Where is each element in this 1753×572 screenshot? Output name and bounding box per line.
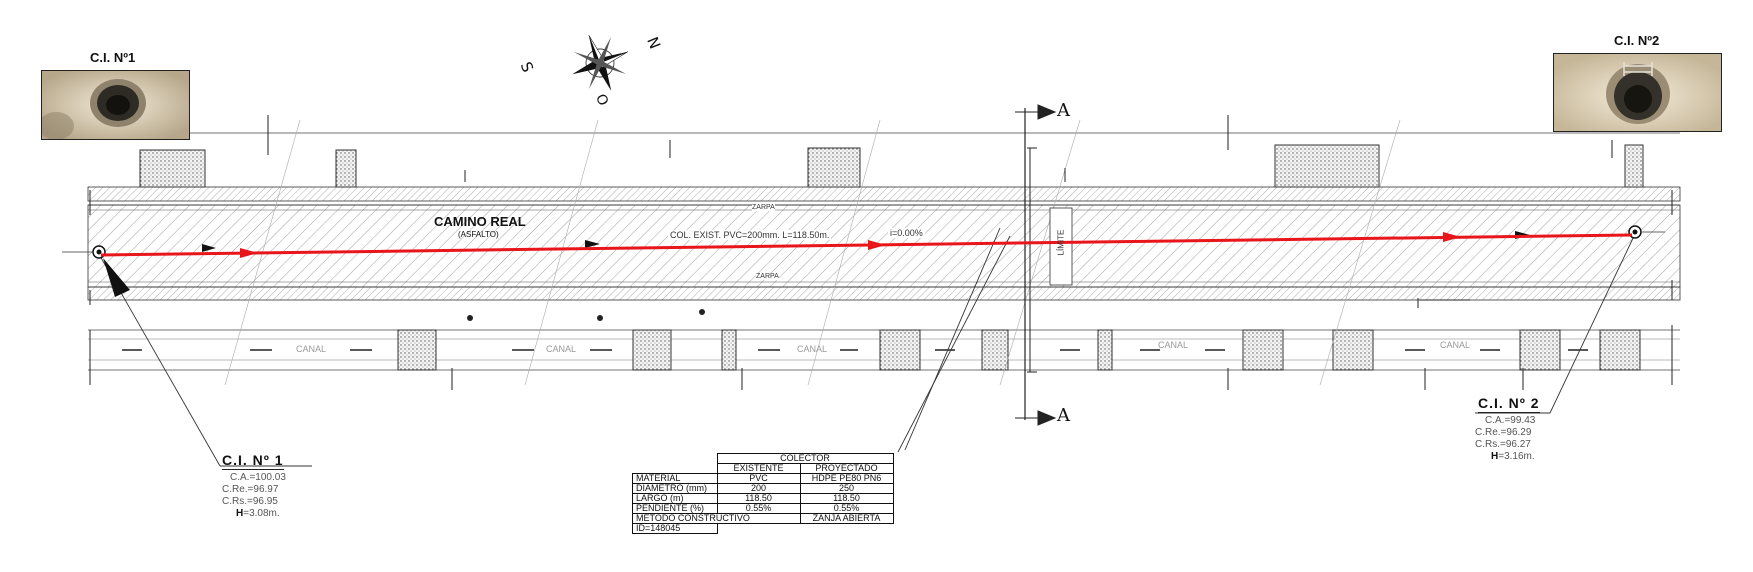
- dotted-block: [879, 329, 921, 371]
- table-row-label: PENDIENTE (%): [632, 503, 718, 514]
- dotted-block: [1519, 329, 1561, 371]
- curb-label-bottom: ZARPA: [756, 273, 779, 280]
- table-row: LARGO (m) 118.50 118.50: [632, 493, 894, 504]
- table-row: PENDIENTE (%) 0.55% 0.55%: [632, 503, 894, 514]
- ci1-cre: C.Re.=96.97: [222, 484, 279, 495]
- survey-ticks: [89, 115, 1673, 390]
- dotted-block: [1097, 329, 1113, 371]
- collector-label: COL. EXIST. PVC=200mm. L=118.50m.: [668, 230, 832, 240]
- ci1-h-value: =3.08m.: [243, 508, 280, 519]
- photo-label-ci1: C.I. Nº1: [90, 50, 136, 65]
- canal-label: CANAL: [546, 344, 577, 354]
- dotted-block: [139, 149, 206, 188]
- canal-label: CANAL: [797, 344, 828, 354]
- manhole-photo-ci2: [1553, 53, 1722, 132]
- slope-label: i=0.00%: [888, 228, 925, 238]
- canal-label: CANAL: [296, 344, 327, 354]
- ci2-h-label: H: [1491, 451, 1499, 462]
- table-cell-existing: 0.55%: [716, 503, 801, 514]
- dotted-block: [1624, 144, 1644, 188]
- table-row-label: LARGO (m): [632, 493, 718, 504]
- table-id: ID=148045: [632, 523, 718, 534]
- sidewalk-bottom: [87, 286, 1681, 301]
- road-name: CAMINO REAL: [434, 214, 526, 229]
- table-cell-existing: 118.50: [716, 493, 801, 504]
- section-limit-label: LÍMITE: [1056, 229, 1066, 256]
- dotted-block: [1242, 329, 1284, 371]
- table-cell-projected: 118.50: [799, 493, 894, 504]
- road-surface: (ASFALTO): [458, 230, 499, 239]
- ci1-label-block: C.I. Nº 1: [222, 452, 284, 470]
- dotted-block: [1599, 329, 1641, 371]
- dotted-block: [1274, 144, 1380, 188]
- construction-lines: [224, 119, 1401, 386]
- table-col-projected: PROYECTADO: [799, 463, 894, 474]
- photo-label-ci2: C.I. Nº2: [1614, 33, 1660, 48]
- table-method-label: METODO CONSTRUCTIVO: [632, 513, 801, 524]
- colector-table-wrap: COLECTOR EXISTENTE PROYECTADO MATERIAL P…: [632, 453, 894, 534]
- table-col-existing: EXISTENTE: [716, 463, 801, 474]
- manhole-photo-ci1: [41, 70, 190, 140]
- section-line-a: [1015, 104, 1057, 426]
- ci1-crs: C.Rs.=96.95: [222, 496, 278, 507]
- ci1-values: C.A.=100.03 C.Re.=96.97 C.Rs.=96.95 H=3.…: [222, 472, 286, 520]
- dotted-block: [981, 329, 1009, 371]
- collector-pipe: [100, 232, 1633, 258]
- ci2-h-value: =3.16m.: [1498, 451, 1535, 462]
- colector-table: COLECTOR EXISTENTE PROYECTADO MATERIAL P…: [632, 453, 894, 534]
- table-title: COLECTOR: [716, 453, 894, 464]
- ci2-values: C.A.=99.43 C.Re.=96.29 C.Rs.=96.27 H=3.1…: [1475, 415, 1535, 463]
- section-label-top: A: [1057, 100, 1070, 121]
- canal-label: CANAL: [1158, 340, 1189, 350]
- ci2-label-block: C.I. Nº 2: [1478, 395, 1540, 413]
- compass-rose: [572, 35, 628, 91]
- dotted-block: [397, 329, 437, 371]
- section-limit-box: [1049, 207, 1073, 286]
- table-row-label: MATERIAL: [632, 473, 718, 484]
- table-cell-projected: 250: [799, 483, 894, 494]
- table-cell-existing: PVC: [716, 473, 801, 484]
- dotted-block: [335, 149, 357, 188]
- table-cell-projected: HDPE PE80 PN6: [799, 473, 894, 484]
- ci1-h-label: H: [236, 508, 244, 519]
- ci2-cre: C.Re.=96.29: [1475, 427, 1532, 438]
- table-method-value: ZANJA ABIERTA: [799, 513, 894, 524]
- ci1-ca: C.A.=100.03: [230, 472, 286, 483]
- canal-label: CANAL: [1440, 340, 1471, 350]
- dotted-block: [632, 329, 672, 371]
- table-cell-existing: 200: [716, 483, 801, 494]
- survey-dots: [467, 309, 705, 321]
- curb-label-top: ZARPA: [752, 204, 775, 211]
- table-cell-projected: 0.55%: [799, 503, 894, 514]
- sidewalk-top: [87, 186, 1681, 202]
- ci2-title: C.I. Nº 2: [1478, 395, 1540, 413]
- table-row: DIAMETRO (mm) 200 250: [632, 483, 894, 494]
- table-row-label: DIAMETRO (mm): [632, 483, 718, 494]
- ci1-title: C.I. Nº 1: [222, 452, 284, 470]
- manhole-1: [62, 245, 130, 297]
- table-row: MATERIAL PVC HDPE PE80 PN6: [632, 473, 894, 484]
- dotted-block: [807, 147, 861, 188]
- ci2-crs: C.Rs.=96.27: [1475, 439, 1531, 450]
- ci2-ca: C.A.=99.43: [1485, 415, 1536, 426]
- section-label-bottom: A: [1057, 405, 1070, 426]
- dotted-block: [721, 329, 737, 371]
- dotted-block: [1332, 329, 1374, 371]
- table-row: METODO CONSTRUCTIVO ZANJA ABIERTA: [632, 513, 894, 524]
